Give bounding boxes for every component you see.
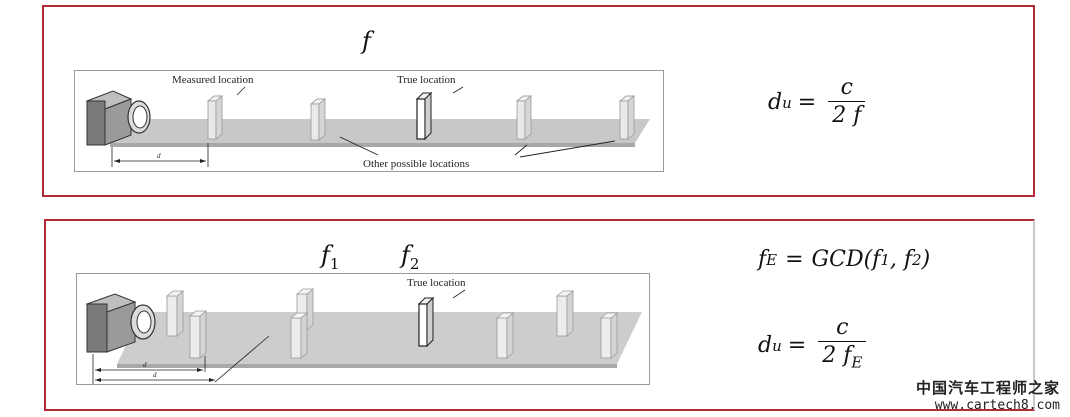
ambiguity-diagram-svg: Measured location True location Other po… xyxy=(85,74,650,170)
du-b-label: d xyxy=(153,371,157,379)
true-arrow xyxy=(452,86,464,94)
du-label: d xyxy=(157,152,161,160)
other-arrow-3 xyxy=(519,140,616,158)
ground-band-edge xyxy=(110,143,635,147)
block-measured xyxy=(206,95,224,140)
single-frequency-panel: f xyxy=(42,5,1035,197)
measured-location-label: Measured location xyxy=(172,74,254,86)
block-possible-2 xyxy=(515,95,533,140)
watermark-cn: 中国汽车工程师之家 xyxy=(915,379,1060,397)
block-true xyxy=(417,296,435,348)
block-possible-1 xyxy=(309,98,327,141)
du-b-leader xyxy=(214,335,270,383)
dual-frequency-diagram-svg: True location d d xyxy=(85,277,642,384)
formula-fraction: c 2 fE xyxy=(818,315,867,376)
true-location-label: True location xyxy=(397,74,456,86)
camera-icon xyxy=(85,90,151,146)
frequency-2-symbol: f2 xyxy=(401,241,420,273)
watermark-url: www.cartech8.com xyxy=(934,398,1060,413)
dual-frequency-diagram: True location d d xyxy=(76,273,650,385)
ground-band-edge xyxy=(117,364,617,368)
watermark: 中国汽车工程师之家 www.cartech8.com xyxy=(916,377,1060,413)
back-blocks xyxy=(165,288,575,337)
formula-lhs-sub: u xyxy=(782,93,792,112)
formula-fraction: c 2 f xyxy=(828,75,866,130)
formula-lhs: d xyxy=(768,90,783,115)
formula-numerator: c xyxy=(840,75,853,100)
du-arrow-right xyxy=(200,159,206,163)
du-arrow-left xyxy=(114,159,120,163)
true-arrow xyxy=(452,289,466,299)
frequency-1-symbol: f1 xyxy=(321,241,340,273)
other-arrow-2 xyxy=(514,144,528,156)
front-blocks xyxy=(188,310,619,359)
formula-denominator: 2 f xyxy=(828,101,866,130)
block-true xyxy=(415,91,433,141)
block-possible-3 xyxy=(618,95,636,140)
frequency-symbol: f xyxy=(362,27,371,55)
true-location-label: True location xyxy=(407,277,466,289)
other-arrow-1 xyxy=(339,136,379,156)
ambiguity-diagram: Measured location True location Other po… xyxy=(74,70,664,172)
other-locations-label: Other possible locations xyxy=(363,158,469,170)
ground-band xyxy=(110,119,650,143)
measured-arrow xyxy=(236,86,246,96)
dual-frequency-panel: f1 f2 xyxy=(44,219,1035,411)
du-a-label: d xyxy=(143,361,147,369)
camera-icon xyxy=(85,293,156,353)
